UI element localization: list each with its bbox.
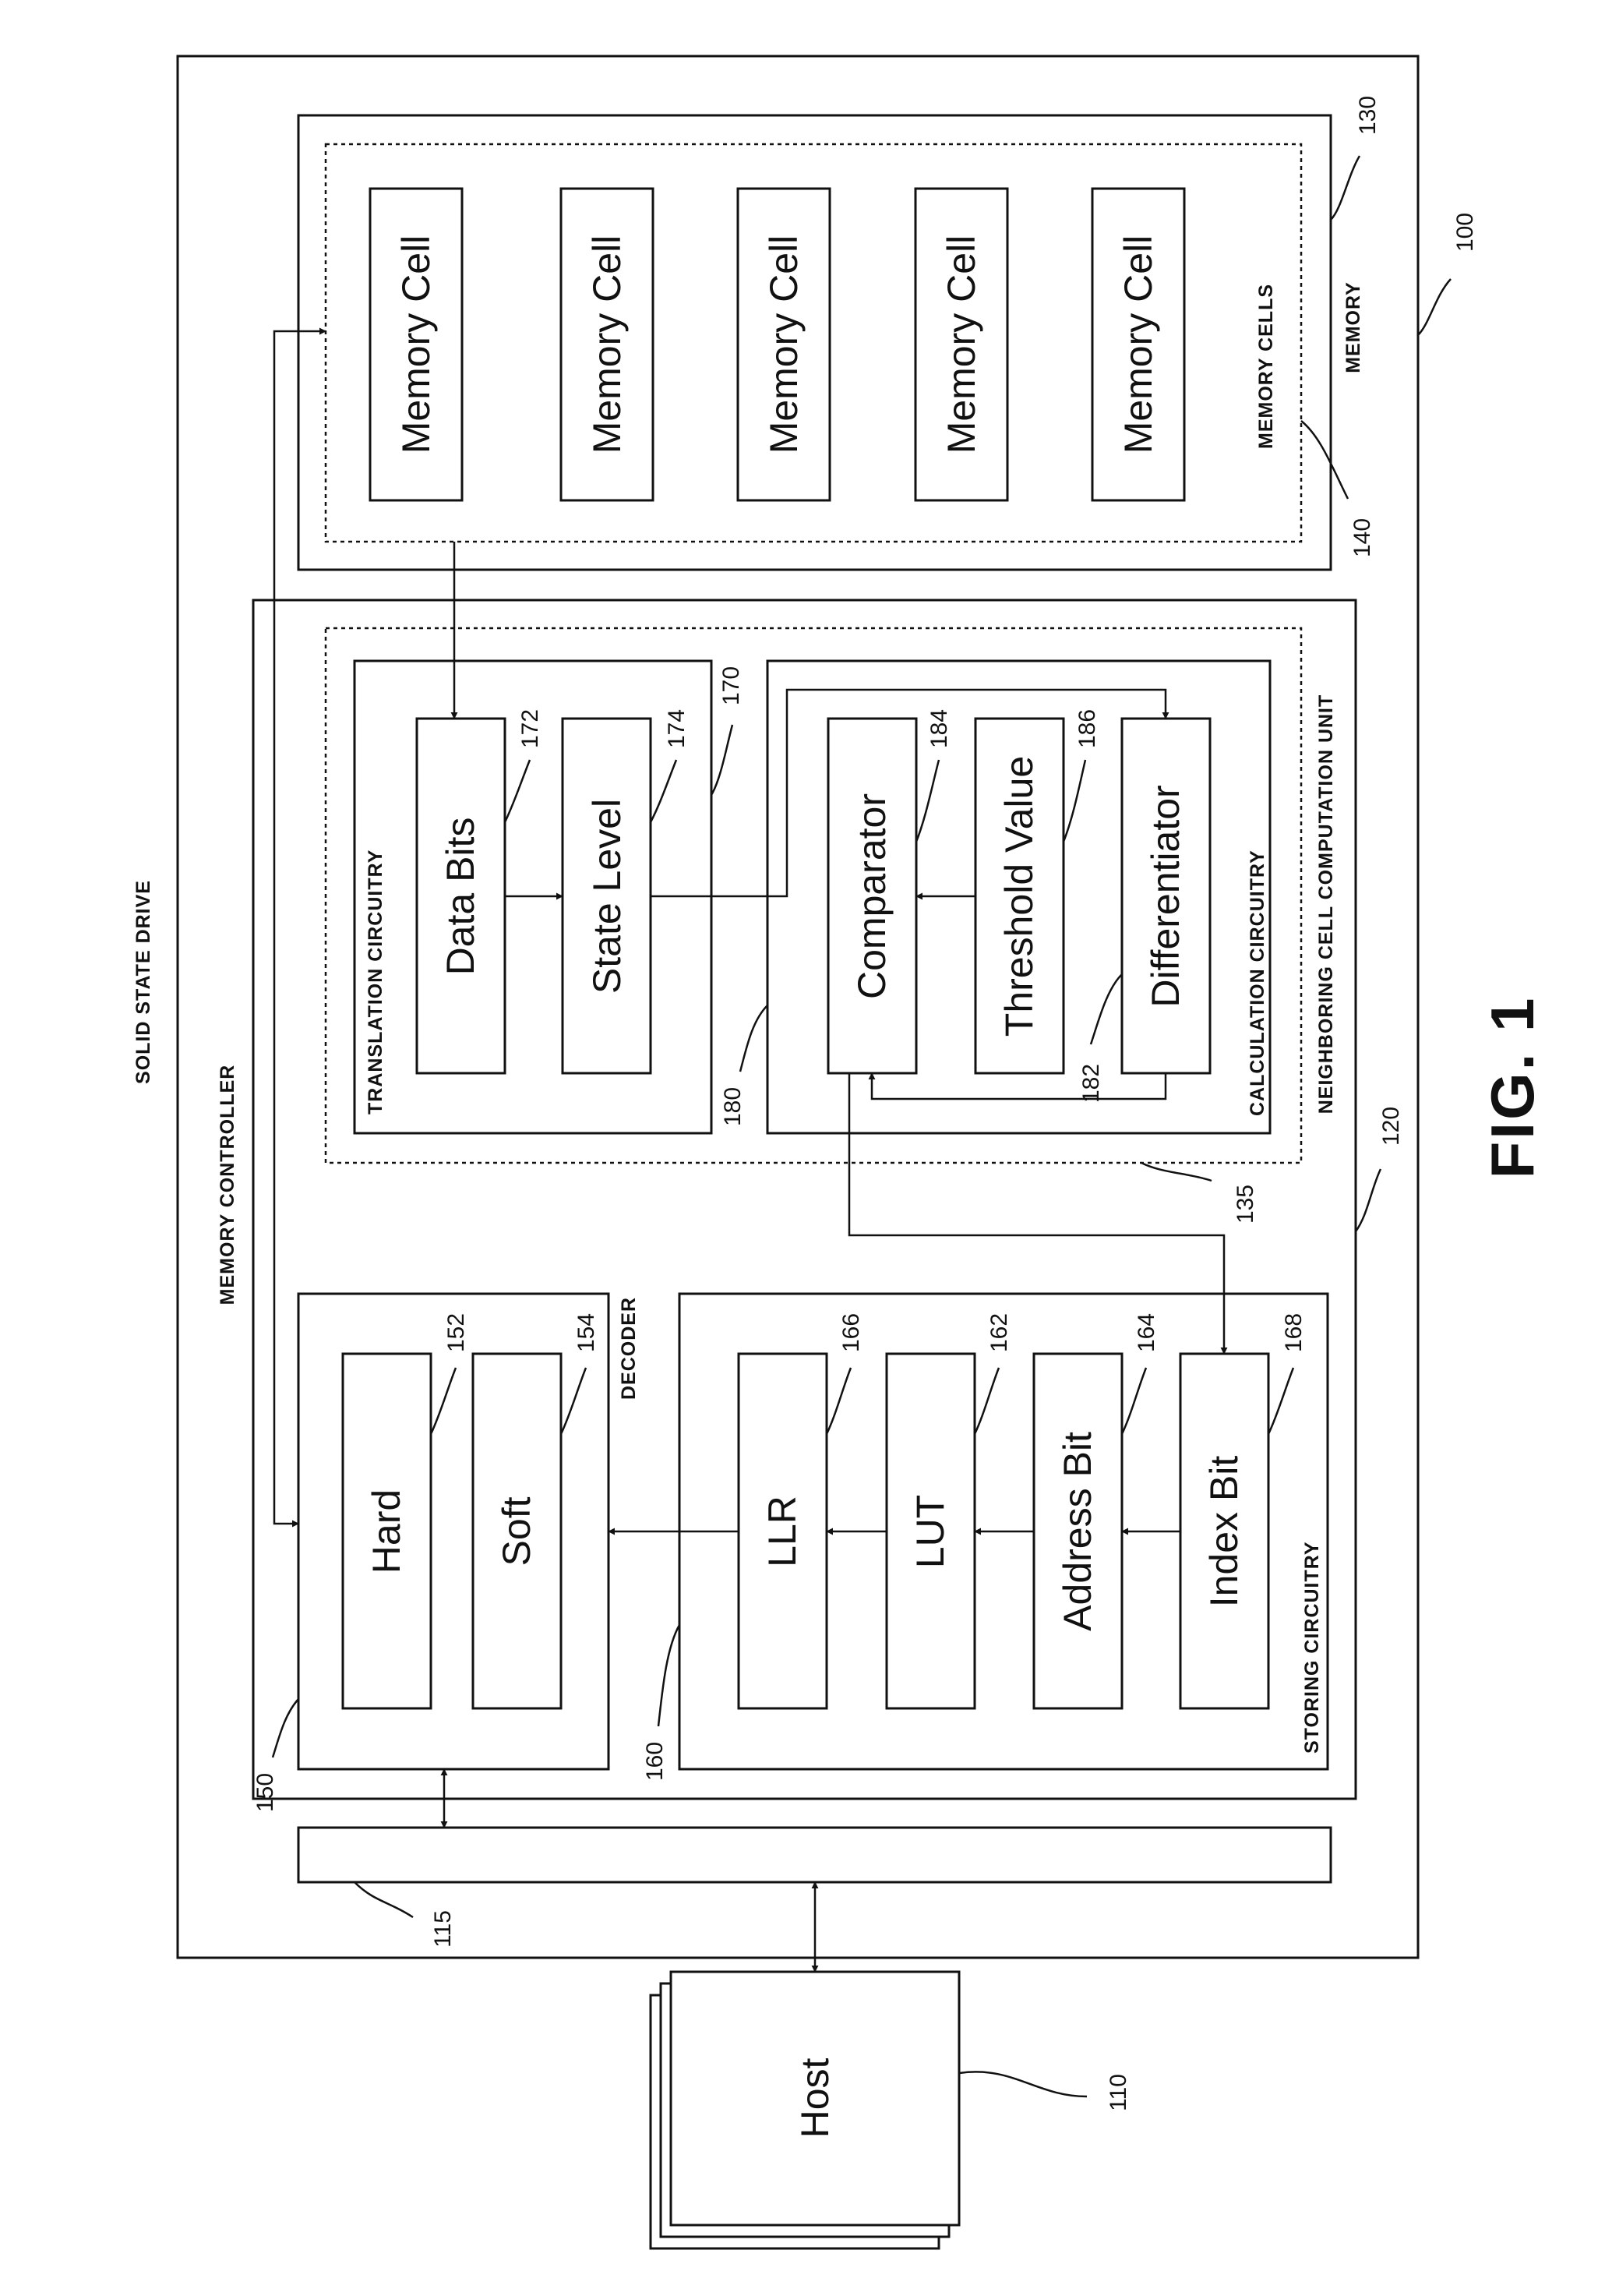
ref-110: 110 (1106, 2074, 1131, 2111)
ref-120-leader (1356, 1169, 1381, 1231)
hard-label: Hard (365, 1489, 408, 1574)
index-bit-label: Index Bit (1202, 1456, 1246, 1608)
memory-cell-label: Memory Cell (394, 235, 438, 454)
ref-166-leader (827, 1368, 851, 1434)
ref-115: 115 (430, 1910, 456, 1948)
ref-154-leader (561, 1368, 586, 1434)
comparator-to-index-bit-arrow (849, 1073, 1224, 1354)
threshold-value-label: Threshold Value (997, 756, 1041, 1037)
solid-state-drive-label: SOLID STATE DRIVE (132, 880, 154, 1084)
soft-label: Soft (495, 1496, 538, 1566)
ref-164: 164 (1134, 1313, 1159, 1352)
ref-184-leader (916, 760, 939, 842)
neighboring-cell-unit-label: NEIGHBORING CELL COMPUTATION UNIT (1315, 694, 1337, 1114)
hard-memory-bidirectional-arrow (274, 331, 326, 1524)
host-label: Host (793, 2058, 837, 2138)
ref-152-leader (431, 1368, 456, 1434)
decoder-label: DECODER (618, 1297, 640, 1400)
comparator-label: Comparator (850, 793, 894, 999)
ref-160-leader (658, 1625, 679, 1726)
ref-182: 182 (1078, 1064, 1104, 1103)
ref-164-leader (1122, 1368, 1146, 1434)
ref-172-leader (505, 760, 530, 822)
ref-174: 174 (664, 709, 690, 748)
memory-label: MEMORY (1342, 281, 1364, 373)
ref-120: 120 (1378, 1107, 1404, 1146)
ref-174-leader (651, 760, 676, 822)
memory-cell-label: Memory Cell (1116, 235, 1160, 454)
memory-cell-label: Memory Cell (940, 235, 983, 454)
ref-182-leader (1091, 974, 1122, 1044)
interface-bus (298, 1828, 1331, 1882)
figure-label: FIG. 1 (1478, 996, 1547, 1179)
memory-cell-label: Memory Cell (762, 235, 806, 454)
ref-180: 180 (720, 1087, 746, 1126)
ref-154: 154 (573, 1313, 599, 1352)
storing-circuitry-label: STORING CIRCUITRY (1301, 1541, 1323, 1754)
ref-180-leader (740, 1005, 767, 1072)
memory-controller-label: MEMORY CONTROLLER (217, 1065, 238, 1305)
lut-label: LUT (908, 1495, 952, 1568)
ref-162: 162 (986, 1313, 1012, 1352)
data-bits-label: Data Bits (439, 818, 482, 976)
translation-circuitry-label: TRANSLATION CIRCUITRY (365, 850, 386, 1114)
address-bit-label: Address Bit (1056, 1432, 1099, 1631)
state-level-label: State Level (585, 799, 629, 994)
differentiator-to-comparator-arrow (872, 1073, 1166, 1099)
ref-186: 186 (1074, 709, 1100, 748)
ref-162-leader (975, 1368, 999, 1434)
ref-135: 135 (1233, 1185, 1258, 1224)
memory-cells-label: MEMORY CELLS (1255, 284, 1277, 449)
llr-label: LLR (760, 1496, 804, 1567)
ref-170-leader (711, 725, 732, 795)
ref-168: 168 (1281, 1313, 1307, 1352)
differentiator-label: Differentiator (1144, 785, 1187, 1007)
ref-152: 152 (443, 1313, 469, 1352)
ref-130: 130 (1355, 96, 1381, 135)
memory-cell-label: Memory Cell (585, 235, 629, 454)
ref-140-leader (1301, 421, 1348, 499)
calculation-circuitry-label: CALCULATION CIRCUITRY (1247, 850, 1268, 1116)
ref-168-leader (1268, 1368, 1293, 1434)
ref-115-leader (355, 1882, 413, 1917)
ref-184: 184 (926, 709, 952, 748)
ref-172: 172 (517, 709, 543, 748)
ref-135-leader (1141, 1163, 1212, 1181)
ref-100-leader (1418, 279, 1451, 335)
ref-150: 150 (252, 1773, 278, 1812)
ref-140: 140 (1349, 518, 1375, 557)
ref-130-leader (1331, 156, 1360, 220)
ref-160: 160 (642, 1742, 668, 1781)
ref-186-leader (1064, 760, 1085, 842)
ref-100: 100 (1452, 213, 1478, 252)
ref-166: 166 (838, 1313, 864, 1352)
ref-170: 170 (718, 666, 744, 705)
ref-150-leader (273, 1699, 298, 1757)
ref-110-leader (959, 2072, 1087, 2096)
